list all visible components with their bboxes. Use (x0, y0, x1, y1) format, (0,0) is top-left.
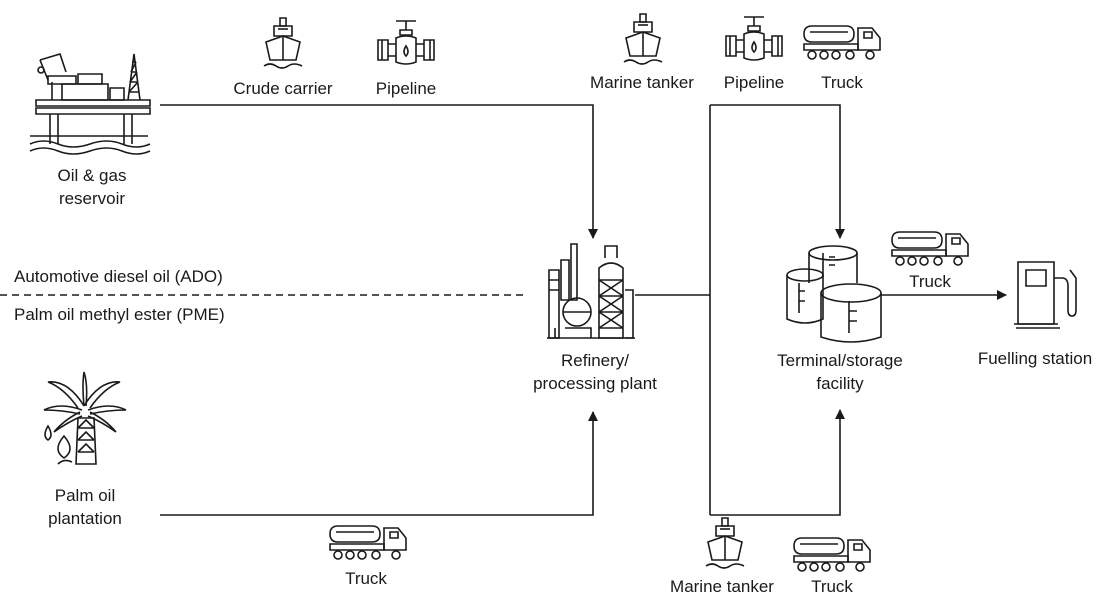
marine-tanker-bottom-label: Marine tanker (670, 577, 774, 596)
pipeline-top-left-label: Pipeline (375, 79, 437, 98)
truck-bottom-right-label: Truck (811, 577, 853, 596)
terminal-label-line1: Terminal/storage (777, 351, 903, 370)
ado-label: Automotive diesel oil (ADO) (14, 267, 223, 286)
truck-to-station-label: Truck (909, 272, 951, 291)
storage-tanks-icon (785, 243, 885, 343)
top-route-to-terminal-line (710, 104, 845, 239)
plantation-to-refinery-line (160, 411, 598, 516)
pipeline-top-right-label: Pipeline (723, 73, 785, 92)
bottom-route-to-terminal-line (710, 409, 845, 516)
tanker-truck-icon (328, 522, 408, 562)
refinery-label-line2: processing plant (533, 374, 657, 393)
offshore-platform-icon (28, 52, 153, 157)
ship-icon (622, 12, 664, 68)
truck-top-right-label: Truck (821, 73, 863, 92)
truck-bottom-left-label: Truck (345, 569, 387, 588)
plantation-label-line1: Palm oil (54, 486, 116, 505)
fuelling-station-label: Fuelling station (977, 349, 1093, 368)
reservoir-label-line1: Oil & gas (57, 166, 127, 185)
fuel-pump-icon (1012, 258, 1082, 330)
marine-tanker-top-label: Marine tanker (590, 73, 694, 92)
tanker-truck-icon (802, 22, 882, 62)
pme-label: Palm oil methyl ester (PME) (14, 305, 225, 324)
pipeline-valve-icon (374, 18, 438, 66)
reservoir-label-line2: reservoir (58, 189, 126, 208)
palm-tree-icon (38, 370, 130, 468)
ship-icon (262, 16, 304, 72)
refinery-label-line1: Refinery/ (560, 351, 630, 370)
tanker-truck-icon (792, 534, 872, 574)
reservoir-to-refinery-line (160, 104, 598, 239)
ship-icon (704, 516, 746, 572)
plantation-label-line2: plantation (48, 509, 122, 528)
crude-carrier-label: Crude carrier (233, 79, 333, 98)
tanker-truck-icon (890, 228, 970, 268)
pipeline-valve-icon (722, 14, 786, 62)
terminal-label-line2: facility (816, 374, 864, 393)
refinery-icon (545, 240, 635, 340)
